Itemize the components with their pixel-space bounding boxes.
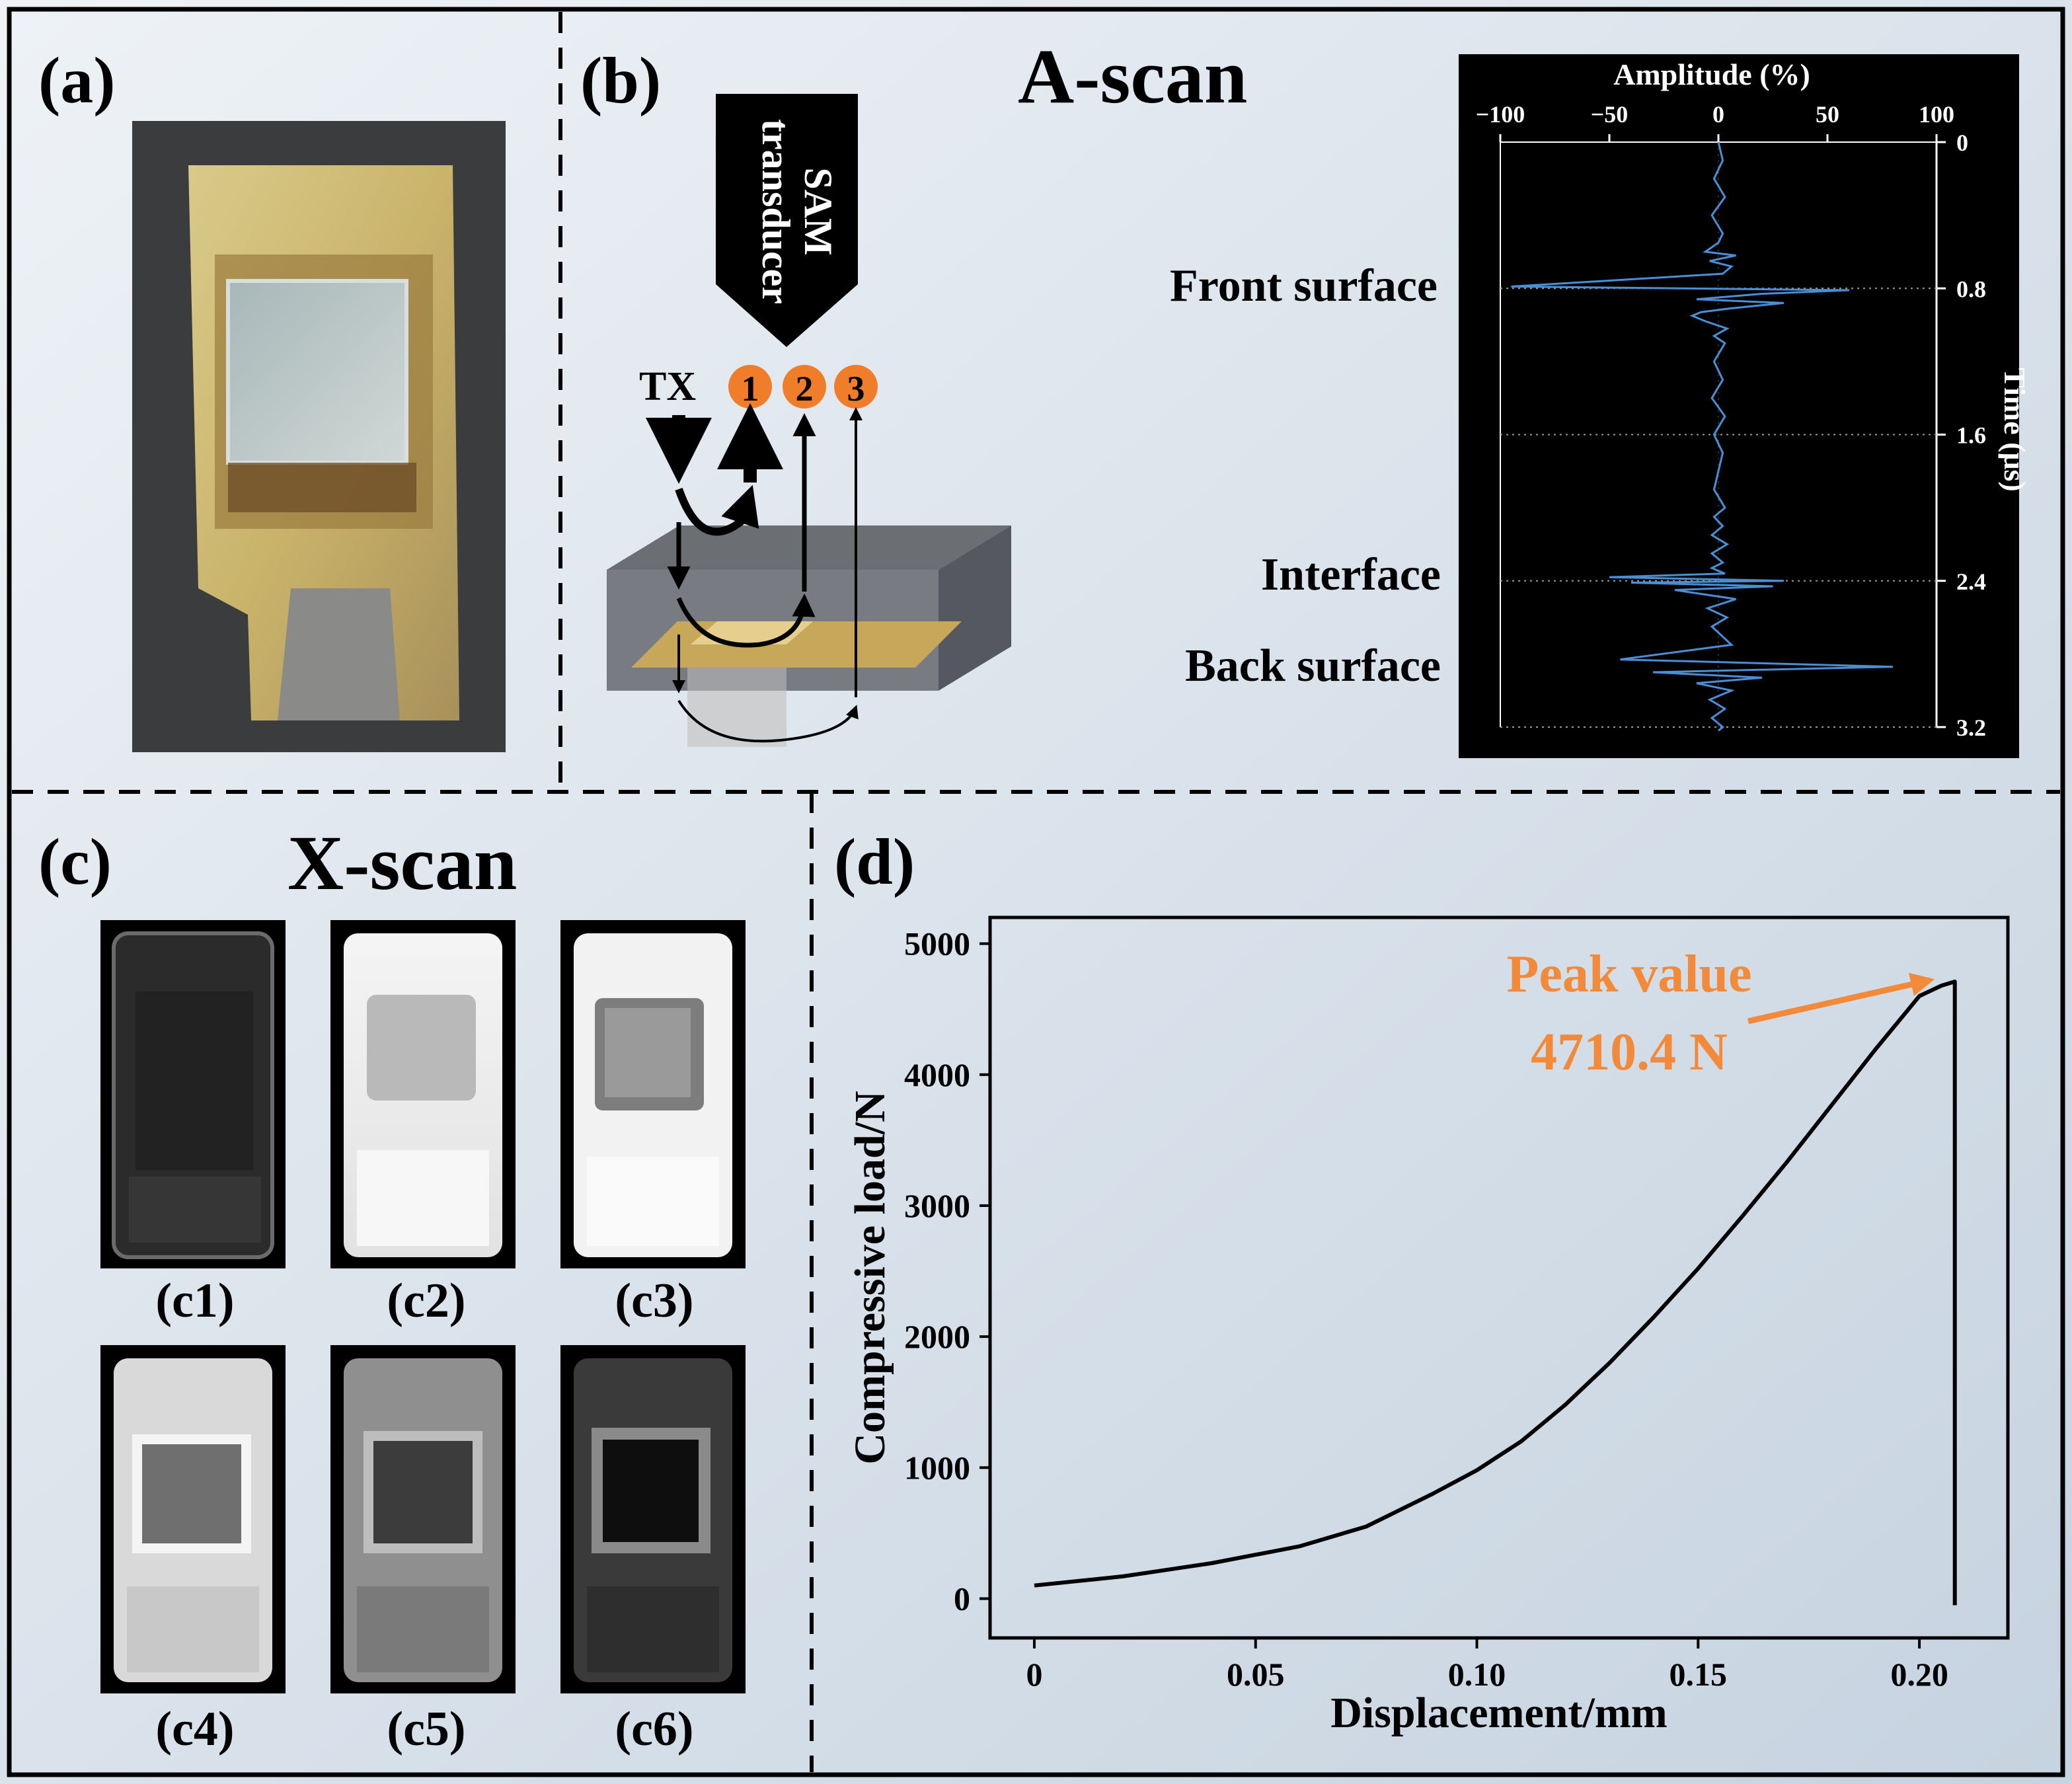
transducer-label: SAM transducer <box>754 119 840 304</box>
x-scan-image-c1 <box>100 920 286 1268</box>
chart-d-plot-layer: 0 0.05 0.10 0.15 0.20 0 1000 2000 3000 4000 5000 <box>904 925 1957 1693</box>
a-scan-xtick-label-4: 100 <box>1919 101 1954 128</box>
a-scan-signal-line <box>1511 141 1894 732</box>
load-displacement-curve <box>1034 980 1957 1606</box>
panel-c-label: (c) <box>38 825 112 898</box>
sublabel-c4: (c4) <box>155 1702 234 1756</box>
a-scan-title: A-scan <box>1018 33 1247 120</box>
chart-d-xtick-label-0: 0 <box>1026 1656 1042 1693</box>
a-scan-ytick-label-2: 1.6 <box>1956 422 1986 449</box>
a-scan-ytick-label-1: 0.8 <box>1956 276 1986 302</box>
photo-solder-fillet <box>228 463 416 512</box>
echo-marker-3-small: 3 <box>834 365 878 408</box>
a-scan-xlabel: Amplitude (%) <box>1613 58 1810 91</box>
chart-d-xlabel: Displacement/mm <box>1330 1689 1668 1737</box>
a-scan-ytick-label-4: 3.2 <box>1956 715 1986 741</box>
panel-d-label: (d) <box>834 825 915 898</box>
peak-annotation-line2: 4710.4 N <box>1531 1023 1728 1081</box>
svg-text:3: 3 <box>847 369 865 408</box>
panel-a-label: (a) <box>38 44 116 117</box>
a-scan-xtick-label-0: −100 <box>1476 101 1525 128</box>
x-scan-title: X-scan <box>288 820 517 906</box>
chart-d-ylabel: Compressive load/N <box>846 1091 894 1464</box>
block-side-face <box>939 525 1011 691</box>
a-scan-background <box>1459 54 2019 758</box>
pillar-in-block <box>687 668 787 691</box>
load-displacement-chart: 0 0.05 0.10 0.15 0.20 0 1000 2000 3000 4000 5000 D… <box>846 915 2010 1737</box>
panel-b-label: (b) <box>580 44 661 117</box>
svg-text:1: 1 <box>742 369 759 408</box>
x-scan-image-c6 <box>560 1345 746 1693</box>
chart-d-ytick-label-2: 2000 <box>904 1318 970 1355</box>
x-scan-image-c2 <box>330 920 516 1268</box>
chart-d-ytick-label-3: 3000 <box>904 1187 970 1224</box>
chart-d-xtick-label-3: 0.15 <box>1669 1656 1728 1693</box>
chart-d-xtick-label-1: 0.05 <box>1227 1656 1285 1693</box>
chart-d-ytick-label-4: 4000 <box>904 1056 970 1093</box>
a-scan-xtick-label-2: 0 <box>1712 101 1724 128</box>
sublabel-c3: (c3) <box>615 1274 693 1328</box>
transducer-label-line1: SAM <box>796 167 840 255</box>
transducer-label-line2: transducer <box>754 119 798 304</box>
peak-annotation-line1: Peak value <box>1506 945 1751 1003</box>
block-top-face <box>607 525 1011 570</box>
x-scan-image-c3 <box>560 920 746 1268</box>
a-scan-ytick-label-0: 0 <box>1956 130 1968 156</box>
label-interface: Interface <box>1261 549 1441 600</box>
a-scan-ytick-label-3: 2.4 <box>1956 568 1986 595</box>
chart-d-ytick-label-0: 0 <box>954 1580 970 1617</box>
sam-transducer <box>716 94 858 347</box>
chart-d-ytick-label-5: 5000 <box>904 925 970 962</box>
chart-d-xtick-label-2: 0.10 <box>1448 1656 1506 1693</box>
chart-d-xtick-label-4: 0.20 <box>1890 1656 1948 1693</box>
sublabel-c1: (c1) <box>155 1274 234 1328</box>
figure-frame <box>7 7 2065 1777</box>
tx-label: TX <box>639 364 696 409</box>
label-back-surface: Back surface <box>1185 640 1441 691</box>
sublabel-c2: (c2) <box>387 1274 465 1328</box>
svg-text:2: 2 <box>796 369 814 408</box>
sublabel-c5: (c5) <box>387 1702 465 1756</box>
photo-sample-bottom-cut <box>278 588 400 720</box>
acoustic-paths <box>646 403 863 743</box>
echo-marker-2-small: 2 <box>783 365 826 408</box>
label-front-surface: Front surface <box>1170 260 1438 311</box>
peak-annotation-arrow <box>1747 972 1935 1025</box>
panel-a-photo <box>132 121 506 752</box>
specimen-block <box>607 525 1011 747</box>
x-scan-image-c4 <box>100 1345 286 1693</box>
a-scan-xtick-label-1: −50 <box>1591 101 1629 128</box>
a-scan-ylabel: Time (μs) <box>1998 368 2032 491</box>
photo-glass-chip <box>226 279 408 465</box>
echo-marker-1-small: 1 <box>728 365 772 408</box>
sublabel-c6: (c6) <box>615 1702 693 1756</box>
a-scan-xtick-label-3: 50 <box>1816 101 1839 128</box>
x-scan-image-c5 <box>330 1345 516 1693</box>
chart-d-ytick-label-1: 1000 <box>904 1449 970 1486</box>
chart-d-frame <box>988 915 2010 1640</box>
